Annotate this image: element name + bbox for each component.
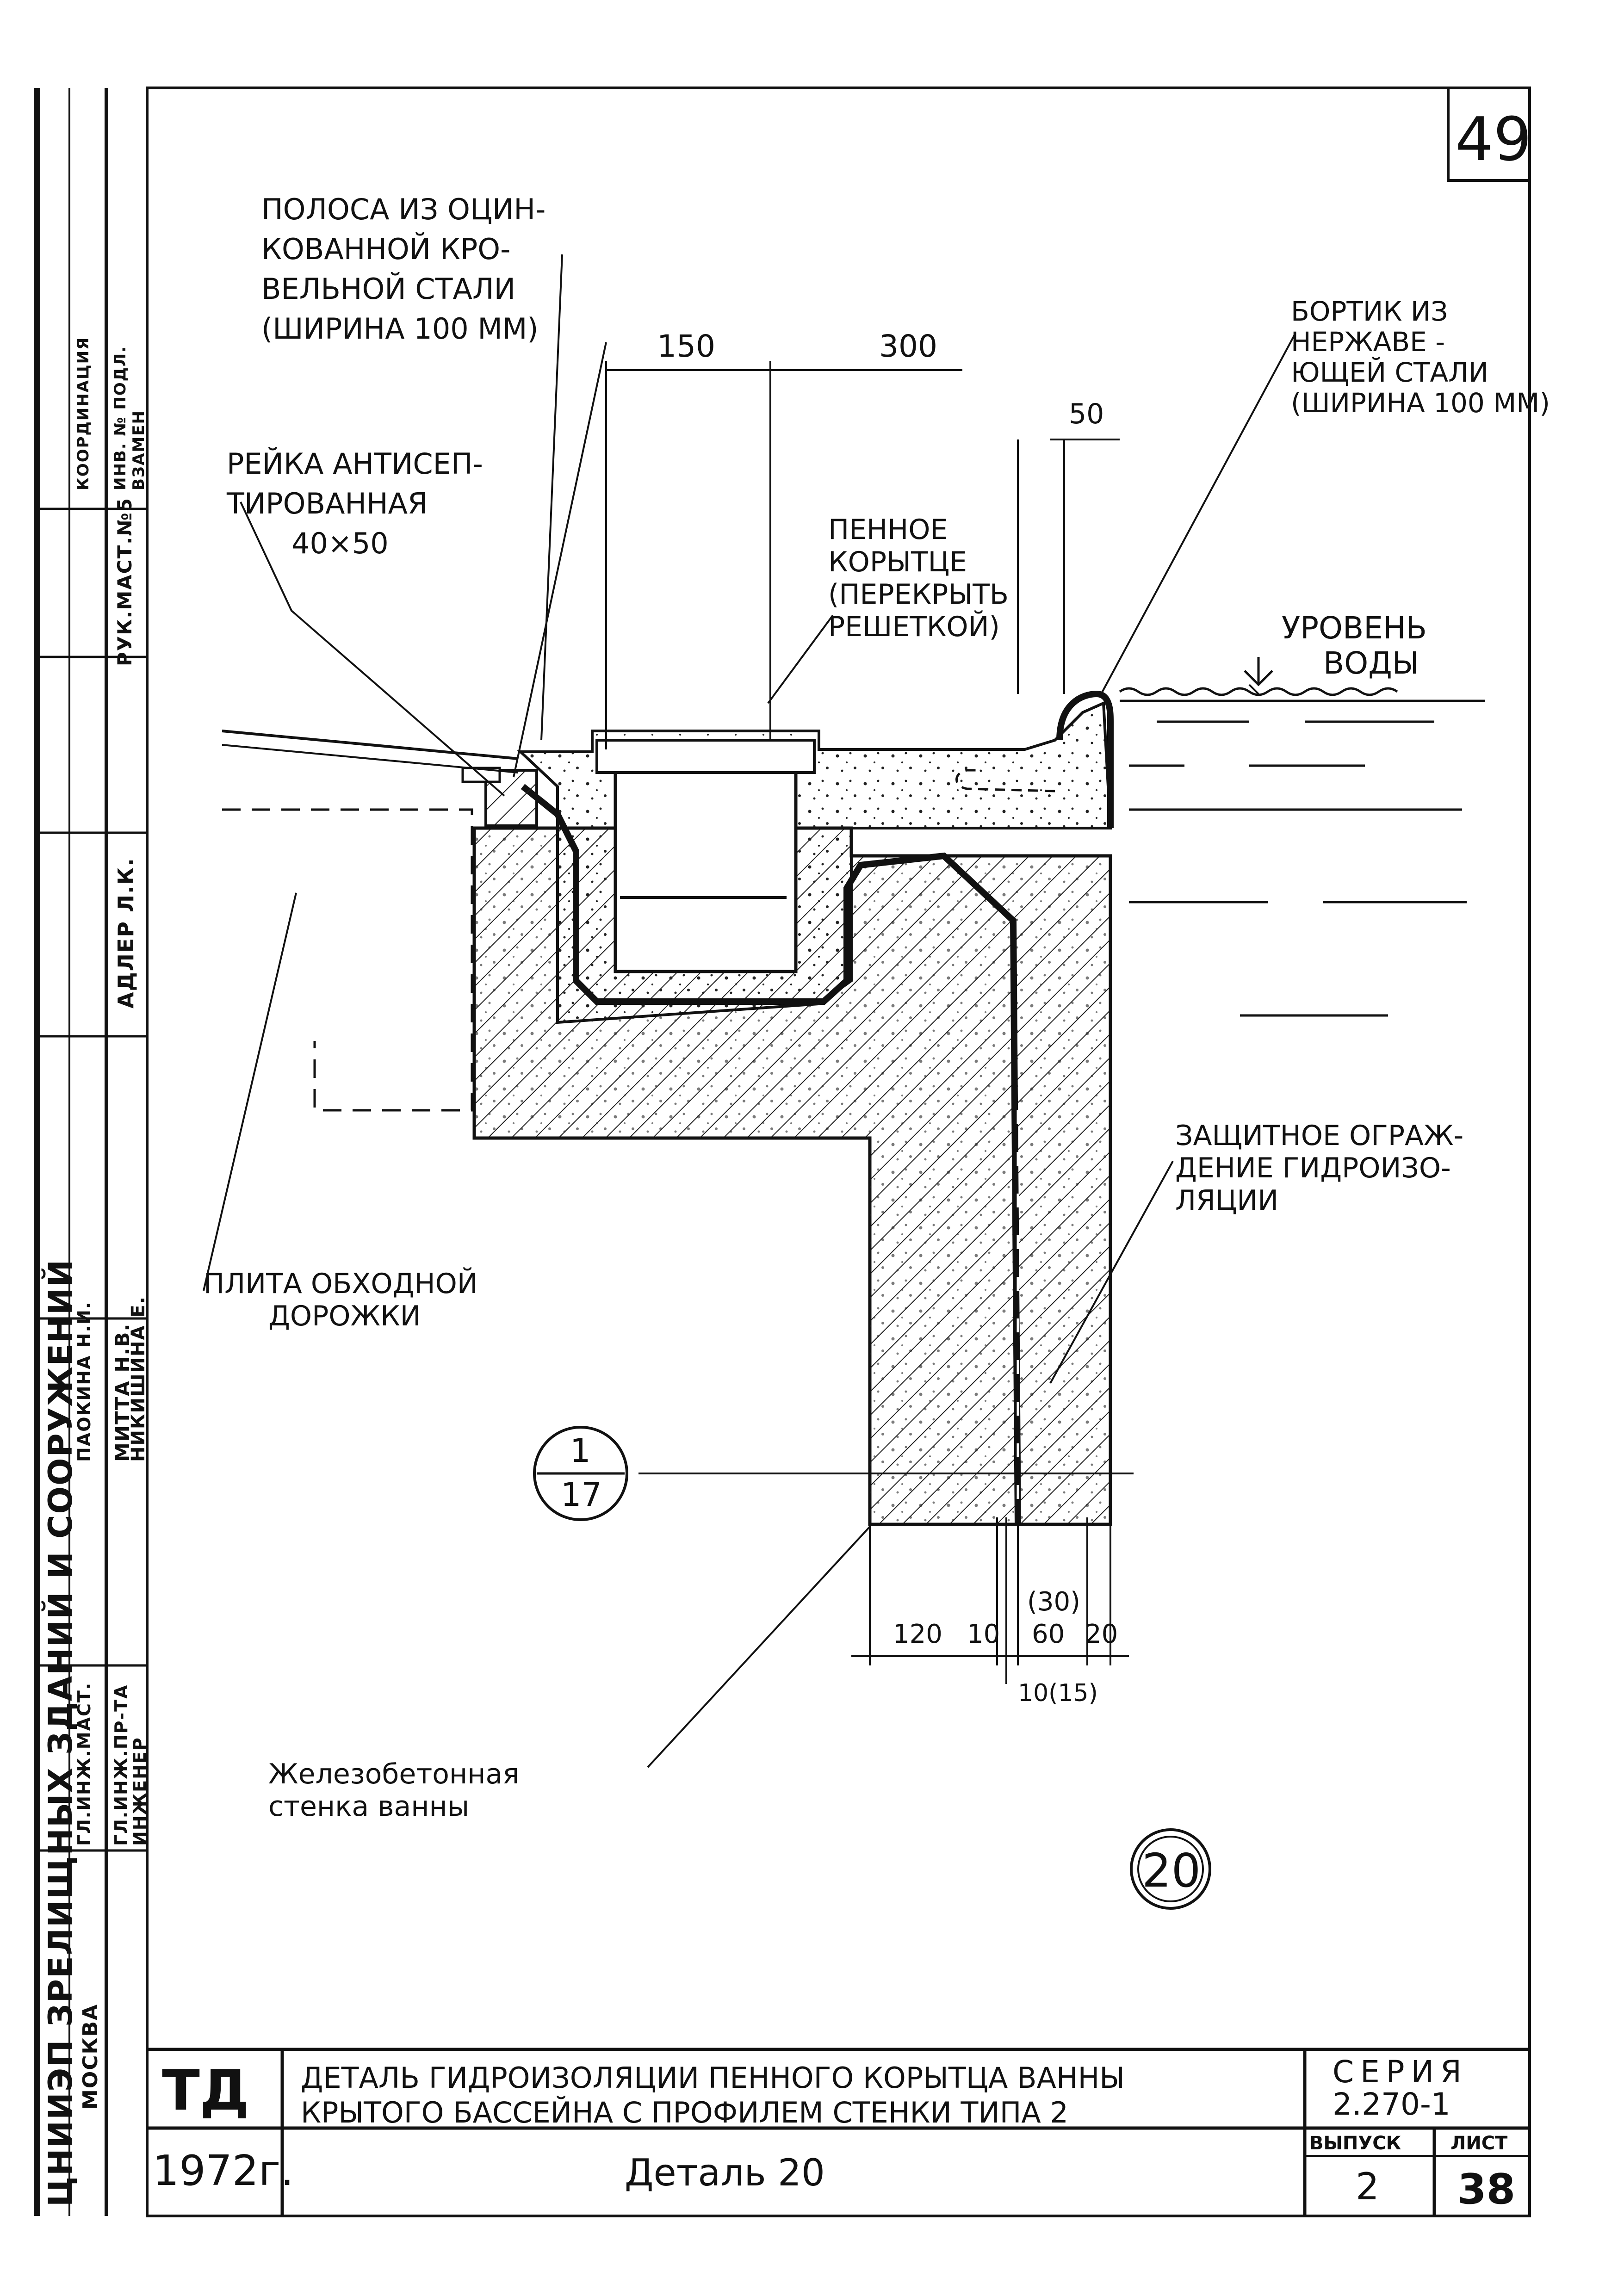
stamp-dept-2: АДЛЕР Л.К. (113, 857, 138, 1009)
stamp-role-3: ИНЖЕНЕР (130, 1737, 150, 1846)
stamp-dept-4: ИНВ. № ПОДЛ. (111, 345, 130, 490)
stamp-city: МОСКВА (79, 2003, 102, 2110)
dim-150: 150 (657, 328, 715, 364)
label-rail-line1: РЕЙКА АНТИСЕП- (227, 447, 483, 481)
title-line2: КРЫТОГО БАССЕЙНА С ПРОФИЛЕМ СТЕНКИ ТИПА … (301, 2096, 1068, 2129)
label-rim-line1: БОРТИК ИЗ (1291, 296, 1448, 327)
label-strip-line1: ПОЛОСА ИЗ ОЦИН- (261, 192, 546, 226)
stainless-rim (1056, 690, 1114, 828)
stamp-dept-3: КООРДИНАЦИЯ (74, 336, 93, 490)
sheet-number: 49 (1455, 104, 1532, 174)
section-ref-top: 1 (570, 1432, 591, 1470)
title-block (147, 2048, 1530, 2216)
label-trough-line3: (ПЕРЕКРЫТЬ (828, 578, 1009, 611)
label-water-line1: УРОВЕНЬ (1282, 610, 1427, 646)
stamp-dept-1: РУК.МАСТ.№5 (113, 497, 136, 666)
sheet-frame (146, 87, 1531, 2217)
foam-trough-cavity (614, 740, 798, 973)
label-rail-line3: 40×50 (291, 526, 389, 560)
label-strip-line3: ВЕЛЬНОЙ СТАЛИ (261, 272, 515, 306)
label-trough-line1: ПЕННОЕ (828, 514, 948, 546)
stamp-name-3: НИКИШИНА Е. (128, 1296, 149, 1462)
issue-label: ВЫПУСК (1309, 2133, 1401, 2154)
waterproofing-layer (521, 784, 1021, 1525)
detail-mark: 20 (1142, 1844, 1201, 1898)
stamp-dept-5: ВЗАМЕН (130, 410, 148, 490)
dim-120: 120 (893, 1619, 942, 1649)
detail-mark-circle (1130, 1828, 1211, 1910)
label-strip-line2: КОВАННОЙ КРО- (261, 232, 511, 266)
label-guard-line1: ЗАЩИТНОЕ ОГРАЖ- (1175, 1120, 1464, 1152)
label-wall-line2: стенка ванны (268, 1790, 470, 1823)
stamp-role-1: ГЛ.ИНЖ.МАСТ. (74, 1682, 94, 1846)
label-rail-line2: ТИРОВАННАЯ (227, 487, 428, 520)
label-rim-line2: НЕРЖАВЕ - (1291, 326, 1445, 358)
dim-20: 20 (1085, 1619, 1118, 1649)
label-rim-line3: ЮЩЕЙ СТАЛИ (1291, 357, 1489, 388)
title-year: 1972г. (153, 2147, 294, 2195)
trough-grating (595, 739, 816, 774)
label-guard-line3: ЛЯЦИИ (1175, 1184, 1279, 1217)
stamp-name-1: ПАОКИНА Н.И. (74, 1301, 94, 1462)
dim-10: 10 (967, 1619, 1000, 1649)
label-wall-line1: Железобетонная (268, 1758, 520, 1790)
dim-300: 300 (879, 328, 937, 364)
water-surface (1119, 687, 1485, 1017)
sheet-label: ЛИСТ (1450, 2133, 1508, 2154)
issue-value: 2 (1356, 2165, 1379, 2208)
section-ref-bottom: 17 (561, 1476, 602, 1514)
dim-10-15: 10(15) (1018, 1679, 1098, 1707)
label-slab-line2: ДОРОЖКИ (268, 1300, 421, 1332)
label-trough-line2: КОРЫТЦЕ (828, 546, 967, 578)
label-water-line2: ВОДЫ (1323, 645, 1419, 681)
dim-50: 50 (1069, 398, 1104, 430)
label-slab-line1: ПЛИТА ОБХОДНОЙ (204, 1268, 478, 1300)
stamp-role-2: ГЛ.ИНЖ.ПР-ТА (111, 1684, 131, 1846)
series-label: СЕРИЯ (1333, 2054, 1468, 2090)
sheet-number-box (1447, 87, 1531, 182)
title-line1: ДЕТАЛЬ ГИДРОИЗОЛЯЦИИ ПЕННОГО КОРЫТЦА ВАН… (301, 2061, 1125, 2095)
label-strip-line4: (ШИРИНА 100 ММ) (261, 312, 539, 346)
dim-30: (30) (1027, 1587, 1080, 1617)
title-code: ТД (162, 2059, 249, 2123)
label-trough-line4: РЕШЕТКОЙ) (828, 611, 1000, 643)
dim-60: 60 (1032, 1619, 1065, 1649)
series-value: 2.270-1 (1333, 2086, 1450, 2122)
label-rim-line4: (ШИРИНА 100 ММ) (1291, 387, 1550, 419)
sheet-value: 38 (1457, 2165, 1516, 2214)
walkway-slab (222, 730, 519, 760)
label-guard-line2: ДЕНИЕ ГИДРОИЗО- (1175, 1152, 1451, 1184)
detail-name: Деталь 20 (625, 2151, 825, 2194)
